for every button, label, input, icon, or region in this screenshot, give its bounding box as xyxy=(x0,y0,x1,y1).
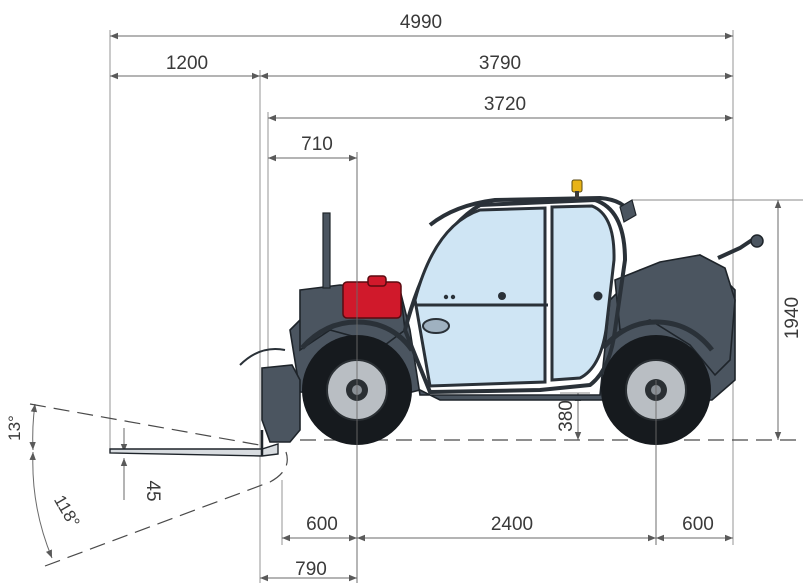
cab-rear-glass xyxy=(550,204,616,382)
dimension-labels: 4990 1200 3790 3720 710 1940 380 600 240… xyxy=(5,12,803,580)
dim-arc-tilt-up xyxy=(29,403,38,451)
label-length-to-rear: 3720 xyxy=(484,94,526,115)
label-ground-clearance: 380 xyxy=(556,400,577,432)
label-overall-length: 4990 xyxy=(400,12,442,33)
cab-detail-2 xyxy=(593,291,603,301)
door-handle xyxy=(422,318,450,334)
label-fork-drop: 45 xyxy=(142,480,163,501)
label-body-length: 3790 xyxy=(479,53,521,74)
mirror-icon xyxy=(619,199,637,223)
cab-detail-4 xyxy=(450,294,456,300)
reference-lines xyxy=(29,403,803,567)
label-overall-height: 1940 xyxy=(782,297,803,339)
label-cab-to-front: 710 xyxy=(301,134,333,155)
rear-handle xyxy=(717,238,754,260)
rear-light-icon xyxy=(750,234,764,248)
label-wheelbase: 2400 xyxy=(491,514,533,535)
dim-arc-tilt-down xyxy=(29,451,53,559)
label-fork-to-front-axle: 790 xyxy=(295,559,327,580)
cab-door-glass xyxy=(413,206,547,388)
rear-fender xyxy=(601,319,714,352)
label-tilt-down: 118° xyxy=(50,492,83,531)
telehandler-machine xyxy=(109,152,764,583)
exhaust-stack xyxy=(322,212,331,289)
label-front-overhang: 1200 xyxy=(166,53,208,74)
beacon-icon xyxy=(571,179,583,193)
cab-detail-1 xyxy=(498,292,506,300)
carriage-hose xyxy=(239,348,286,366)
cab-detail-3 xyxy=(443,294,449,300)
label-tilt-up: 13° xyxy=(5,415,24,441)
fork-down-line xyxy=(44,451,288,567)
label-rear-overhang: 600 xyxy=(682,514,714,535)
dimension-lines xyxy=(29,32,782,582)
beacon-mount xyxy=(575,191,579,199)
fork-up-line xyxy=(29,403,266,447)
lifting-eye xyxy=(367,275,387,287)
fork-tine xyxy=(109,443,279,457)
label-front-axle-offset: 600 xyxy=(306,514,338,535)
boom-counterweight xyxy=(342,281,402,319)
fork-carriage xyxy=(261,364,301,443)
